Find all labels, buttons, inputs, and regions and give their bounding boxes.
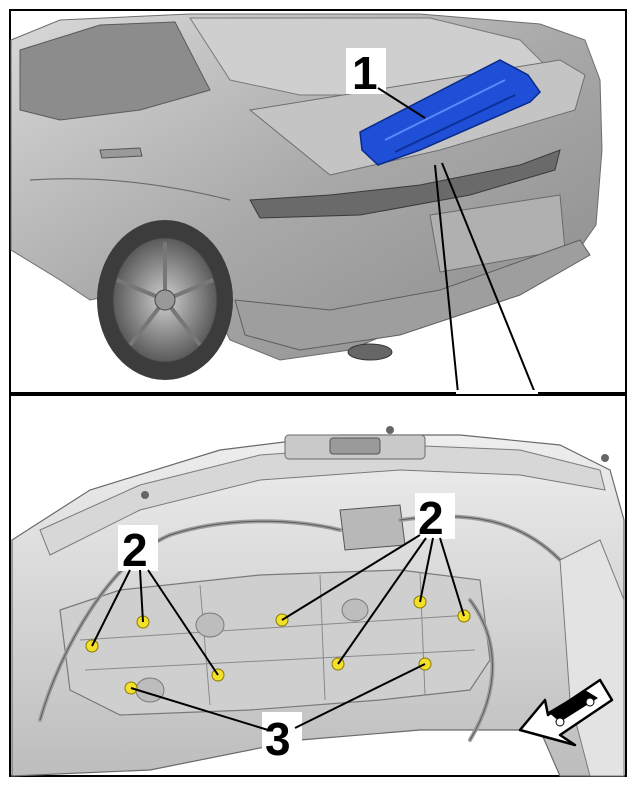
handle-slot [329,437,381,455]
callout-2-right: 2 [281,492,465,665]
latch-module [339,504,406,551]
car-direction-arrow-icon [518,678,614,747]
callout-2-right-backdrop [415,493,455,539]
lining-panel [59,569,491,716]
callout-2-left: 2 [91,524,219,676]
bottom-panel: 2 2 3 [9,394,627,777]
exhaust-pipe [347,343,393,361]
highlighted-component [359,59,541,166]
trunk-lid-inner [11,426,625,777]
top-panel: 1 [9,9,627,394]
callout-3-leaders [130,663,426,731]
callout-3-backdrop [262,712,302,760]
callout-1-leader [377,87,426,119]
callout-1: 1 [346,47,426,119]
lid-holes [141,426,609,499]
zoom-gap [456,390,538,396]
lining-ribs [79,571,476,706]
callout-2-right-leaders [281,534,465,665]
callout-2-left-label: 2 [122,524,148,576]
callout-3: 3 [130,663,426,765]
zoom-lines [434,162,536,394]
callout-2-left-backdrop [118,525,158,571]
blue-trunk-lining [359,59,541,166]
side-window [19,21,211,121]
taillight [249,149,561,219]
door-handle [99,147,143,159]
callout-3-label: 3 [265,713,291,765]
door-line [29,178,231,201]
rear-bumper [234,239,591,351]
wheel-hub [154,289,176,311]
rear-wheel [97,220,233,380]
lid-seal-strip [39,444,606,556]
callout-1-label: 1 [352,47,378,99]
callout-1-backdrop [346,48,386,94]
zoom-line-right [441,162,536,394]
callout-2-right-label: 2 [418,492,444,544]
callout-2-left-leaders [91,569,219,676]
zoom-line-left [434,164,459,394]
